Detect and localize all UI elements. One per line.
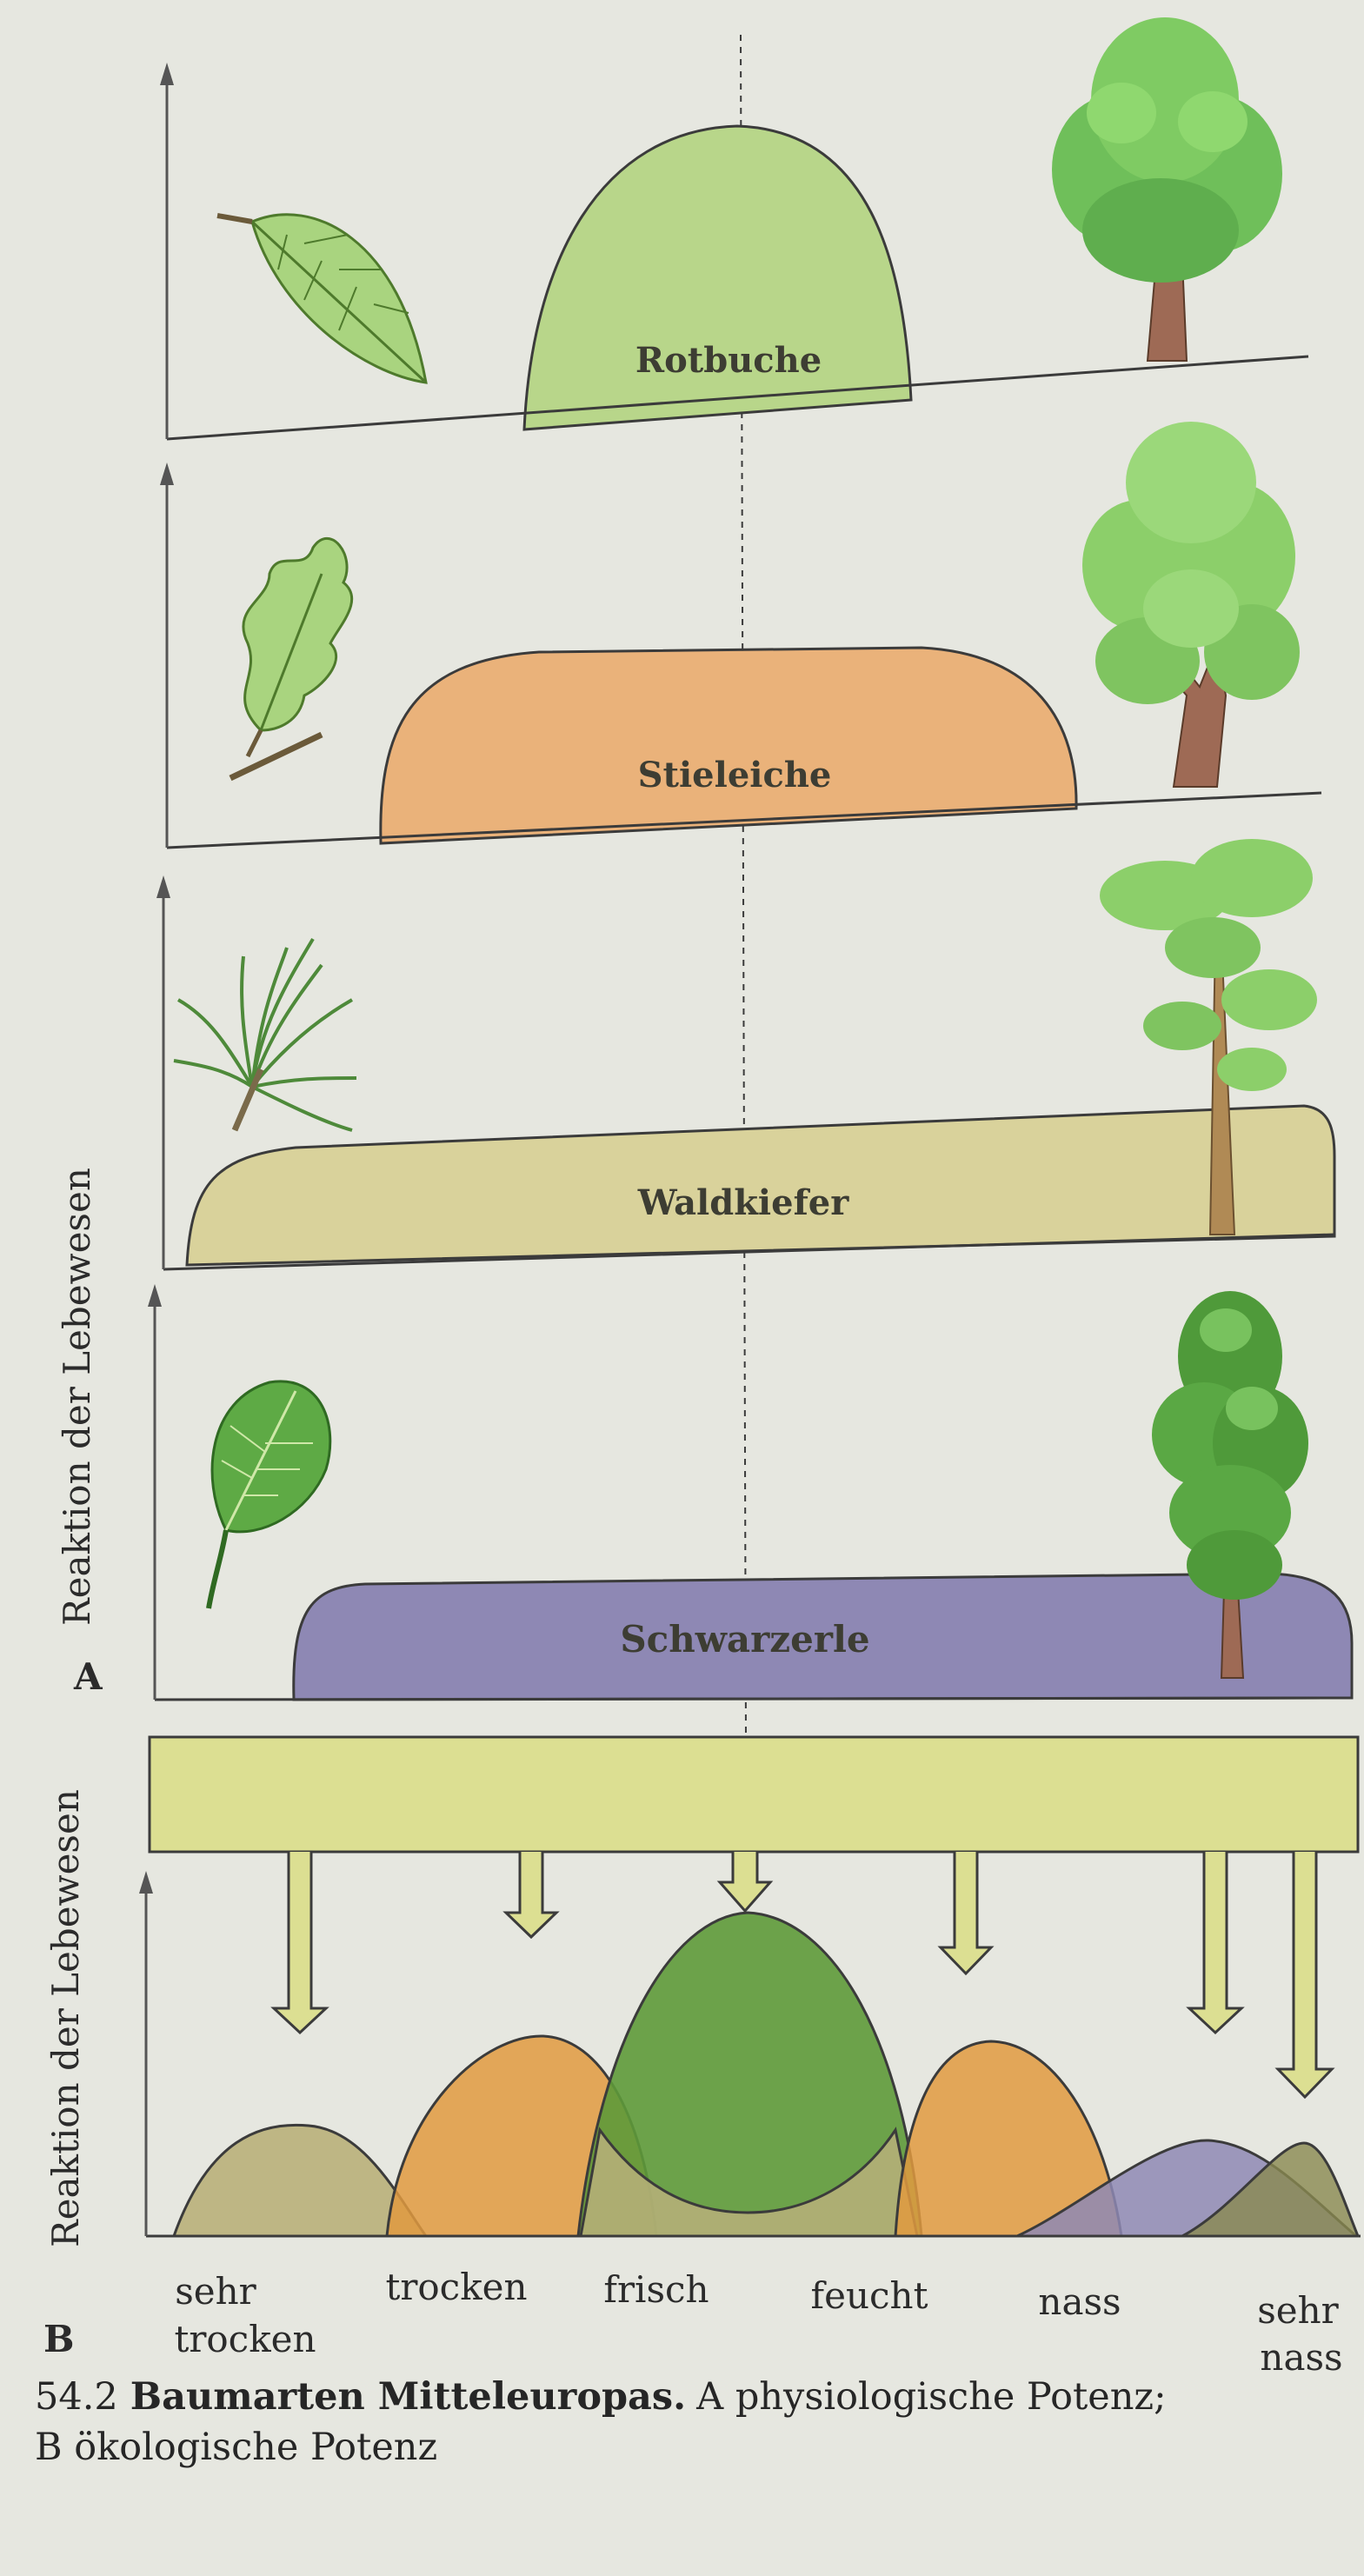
- curve-buche: [576, 1911, 923, 2238]
- panel-b: sehr trocken trocken frisch feucht nass …: [139, 1735, 1361, 2379]
- arrow-2: [502, 1852, 560, 1940]
- oak-leaf-icon: [229, 536, 354, 782]
- figure-caption: 54.2 Baumarten Mitteleuropas.A physiologi…: [35, 2372, 1339, 2473]
- waldkiefer-label: Waldkiefer: [637, 1182, 850, 1223]
- panel-stieleiche: Stieleiche: [160, 422, 1322, 849]
- stieleiche-label: Stieleiche: [638, 755, 832, 795]
- pine-needles-icon: [173, 937, 357, 1132]
- curve-eiche-wet: [894, 2040, 1123, 2238]
- waldkiefer-baseline: [163, 1233, 1335, 1271]
- curve-overlap-mid: [579, 2127, 919, 2238]
- tick-sehr-trocken-1: sehr: [175, 2270, 256, 2313]
- rotbuche-label: Rotbuche: [635, 340, 822, 381]
- schwarzerle-y-arrow: [148, 1284, 162, 1307]
- tick-nass: nass: [1038, 2280, 1121, 2323]
- beech-tree-icon: [1052, 17, 1282, 362]
- schwarzerle-baseline: [154, 1696, 1353, 1701]
- tick-sehr-nass-1: sehr: [1257, 2289, 1339, 2332]
- rotbuche-y-arrow: [160, 63, 174, 85]
- beech-leaf-icon: [216, 213, 428, 384]
- caption-line-1: 54.2 Baumarten Mitteleuropas.A physiologi…: [35, 2372, 1339, 2422]
- panel-b-y-arrow: [139, 1871, 153, 1894]
- arrow-5: [1186, 1852, 1245, 2035]
- caption-number: 54.2: [35, 2375, 118, 2419]
- tick-feucht: feucht: [811, 2274, 928, 2317]
- panel-b-label: B: [43, 2318, 75, 2360]
- panel-schwarzerle: Schwarzerle: [148, 1284, 1354, 1701]
- oak-tree-icon: [1082, 422, 1300, 788]
- panel-a-label: A: [73, 1655, 103, 1698]
- tick-sehr-trocken-2: trocken: [174, 2318, 316, 2360]
- tick-sehr-nass-2: nass: [1260, 2336, 1342, 2379]
- waldkiefer-curve: [185, 1104, 1336, 1267]
- stieleiche-y-arrow: [160, 463, 174, 485]
- pine-tree-icon: [1100, 839, 1317, 1235]
- caption-line-2: B ökologische Potenz: [35, 2426, 438, 2469]
- panel-b-y-axis-label: Reaktion der Lebewesen: [44, 1789, 87, 2247]
- environment-band: [148, 1735, 1360, 1854]
- stieleiche-curve: [379, 646, 1078, 845]
- caption-title: Baumarten Mitteleuropas.: [130, 2375, 687, 2419]
- arrow-1: [270, 1852, 329, 2035]
- panel-rotbuche: Rotbuche: [160, 17, 1309, 441]
- waldkiefer-y-arrow: [156, 875, 170, 898]
- alder-leaf-icon: [206, 1380, 332, 1609]
- arrow-6: [1274, 1852, 1335, 2100]
- curve-kiefer-wet: [1181, 2141, 1361, 2238]
- alder-tree-icon: [1152, 1291, 1308, 1679]
- panel-a-y-axis-label: Reaktion der Lebewesen: [56, 1168, 98, 1626]
- tick-trocken: trocken: [385, 2266, 527, 2308]
- rotbuche-baseline: [166, 355, 1309, 441]
- caption-text: A physiologische Potenz;: [696, 2375, 1167, 2419]
- stieleiche-baseline: [166, 791, 1322, 849]
- arrows: [270, 1852, 1335, 2100]
- rotbuche-curve: [522, 124, 913, 431]
- panel-waldkiefer: Waldkiefer: [156, 839, 1336, 1271]
- arrow-4: [937, 1852, 995, 1976]
- schwarzerle-label: Schwarzerle: [620, 1618, 869, 1661]
- tick-frisch: frisch: [603, 2268, 709, 2311]
- arrow-3: [716, 1852, 774, 1914]
- schwarzerle-curve: [292, 1572, 1354, 1701]
